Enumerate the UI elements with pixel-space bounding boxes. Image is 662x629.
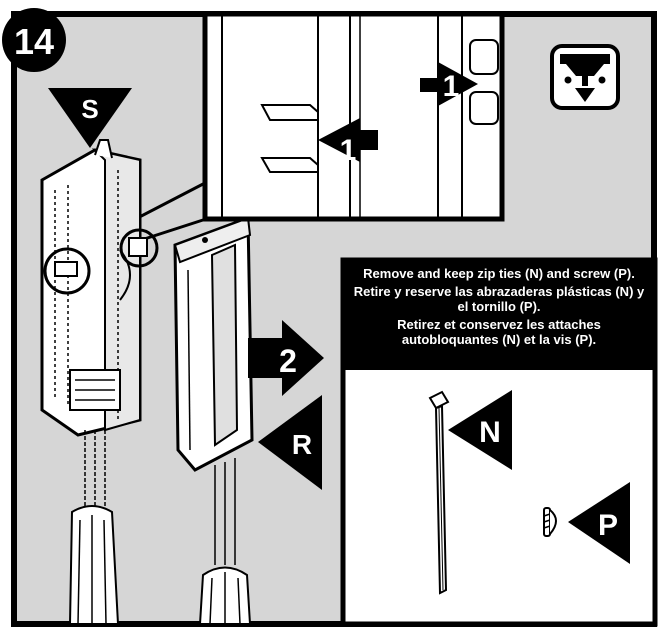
- ceiling-light-icon: [550, 44, 620, 110]
- label-r: R: [292, 429, 312, 460]
- label-n-marker: [448, 390, 512, 470]
- step-number: 14: [14, 21, 54, 62]
- label-n: N: [479, 416, 501, 449]
- zoom-circle: [43, 247, 91, 295]
- zip-tie-slot: [128, 237, 148, 257]
- label-r-marker: [258, 395, 322, 490]
- wire-bundle: [68, 430, 120, 625]
- instruction-es: Retire y reserve las abrazaderas plástic…: [353, 284, 645, 314]
- zoom-circle: [119, 228, 159, 268]
- label-p-marker: [568, 482, 630, 564]
- base-housing: [40, 139, 142, 437]
- label-p: P: [598, 509, 618, 542]
- instruction-fr: Retirez et conservez les attaches autobl…: [397, 317, 601, 347]
- zip-tie-slot: [54, 261, 78, 277]
- arrow-1-label-b: 1: [443, 70, 460, 103]
- zip-tie-part: [428, 390, 450, 595]
- detail-zoom-box: [202, 11, 505, 222]
- label-s: S: [81, 94, 98, 124]
- step-arrow-1a: [318, 118, 378, 162]
- arrow-2-label: 2: [279, 343, 297, 379]
- arrow-1-label-a: 1: [340, 134, 357, 167]
- instructions-banner: Remove and keep zip ties (N) and screw (…: [343, 260, 655, 370]
- label-s-marker: [48, 88, 132, 148]
- step-arrow-1b: [420, 62, 478, 106]
- screw-part: [543, 507, 557, 537]
- step-badge: [2, 8, 66, 72]
- cover-housing: [173, 215, 254, 472]
- instruction-en: Remove and keep zip ties (N) and screw (…: [363, 266, 635, 281]
- step-arrow-2: [248, 320, 324, 396]
- wire-bundle: [198, 458, 252, 625]
